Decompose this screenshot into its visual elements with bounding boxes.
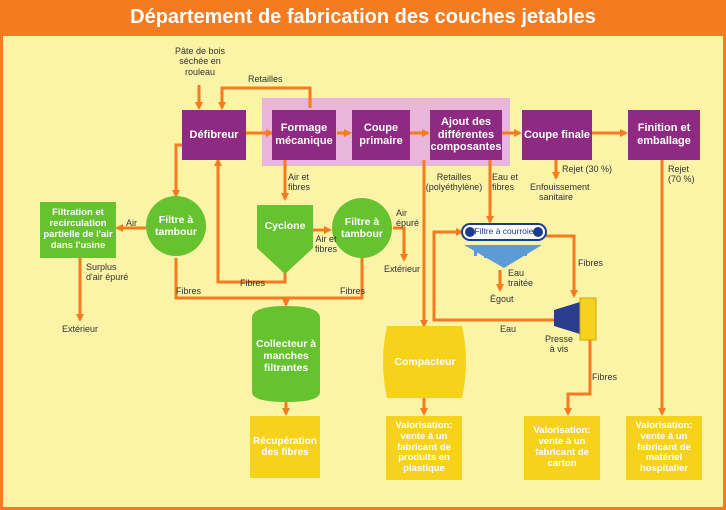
filtre-tambour-2-node: Filtre à tambour xyxy=(332,198,392,258)
coupe-finale-node: Coupe finale xyxy=(522,110,592,160)
fibres-label-5: Fibres xyxy=(592,372,618,382)
ajout-node: Ajout des différentes composantes xyxy=(430,110,502,160)
filtre-tambour-1-node: Filtre à tambour xyxy=(146,196,206,256)
formage-node: Formage mécanique xyxy=(272,110,336,160)
belt-filter-shape xyxy=(461,223,547,268)
defibreur-node: Défibreur xyxy=(182,110,246,160)
eau-fibres-label: Eau et fibres xyxy=(492,172,519,193)
fibres-label-1: Fibres xyxy=(176,286,202,296)
filtration-node: Filtration et recirculation partielle de… xyxy=(40,202,116,258)
air-epure-label: Air épuré xyxy=(396,208,420,229)
title-bar xyxy=(0,0,726,36)
enfouissement-label: Enfouissement sanitaire xyxy=(530,182,590,203)
exterieur-label-2: Extérieur xyxy=(62,324,99,334)
air-fibres-label-1: Air et fibres xyxy=(288,172,311,193)
compacteur-node: Compacteur xyxy=(394,355,456,368)
exterieur-label-1: Extérieur xyxy=(384,264,421,274)
presse-label: Presse à vis xyxy=(544,334,573,355)
cyclone-node: Cyclone xyxy=(264,219,306,232)
filtre-courroie-label: Filtre à courroie xyxy=(474,226,534,236)
eau-label: Eau xyxy=(500,324,517,334)
air-fibres-label-2: Air et fibres xyxy=(314,234,337,255)
finition-node: Finition et emballage xyxy=(628,110,700,160)
collecteur-node: Collecteur à manches filtrantes xyxy=(255,337,317,375)
valorisation-carton-node: Valorisation: vente à un fabricant de ca… xyxy=(524,416,600,480)
retailles-poly-label: Retailles (polyéthylène) xyxy=(425,172,483,193)
valorisation-hospitalier-node: Valorisation: vente à un fabricant de ma… xyxy=(626,416,702,480)
coupe-primaire-node: Coupe primaire xyxy=(352,110,410,160)
screw-press-shape xyxy=(554,297,597,341)
rejet-70-label: Rejet (70 %) xyxy=(668,164,695,185)
recuperation-node: Récupération des fibres xyxy=(250,416,320,478)
eau-traitee-label: Eau traitée xyxy=(508,268,534,289)
egout-label: Égout xyxy=(490,294,514,304)
compactor-shape xyxy=(383,326,466,398)
air-label-1: Air xyxy=(126,218,137,228)
fibres-label-3: Fibres xyxy=(340,286,366,296)
valorisation-plastique-node: Valorisation: vente à un fabricant de pr… xyxy=(386,416,462,480)
diagram-title: Département de fabrication des couches j… xyxy=(130,6,596,28)
flow-arrows xyxy=(76,85,666,416)
retailles-top-label: Retailles xyxy=(248,74,283,84)
pate-label: Pâte de bois séchée en rouleau xyxy=(174,46,226,77)
fibres-label-4: Fibres xyxy=(578,258,604,268)
rejet-30-label: Rejet (30 %) xyxy=(562,164,613,174)
surplus-label: Surplus d'air épuré xyxy=(86,262,129,283)
cyclone-shape xyxy=(257,205,313,274)
fibres-label-2: Fibres xyxy=(240,278,266,288)
collector-shape xyxy=(252,306,320,402)
